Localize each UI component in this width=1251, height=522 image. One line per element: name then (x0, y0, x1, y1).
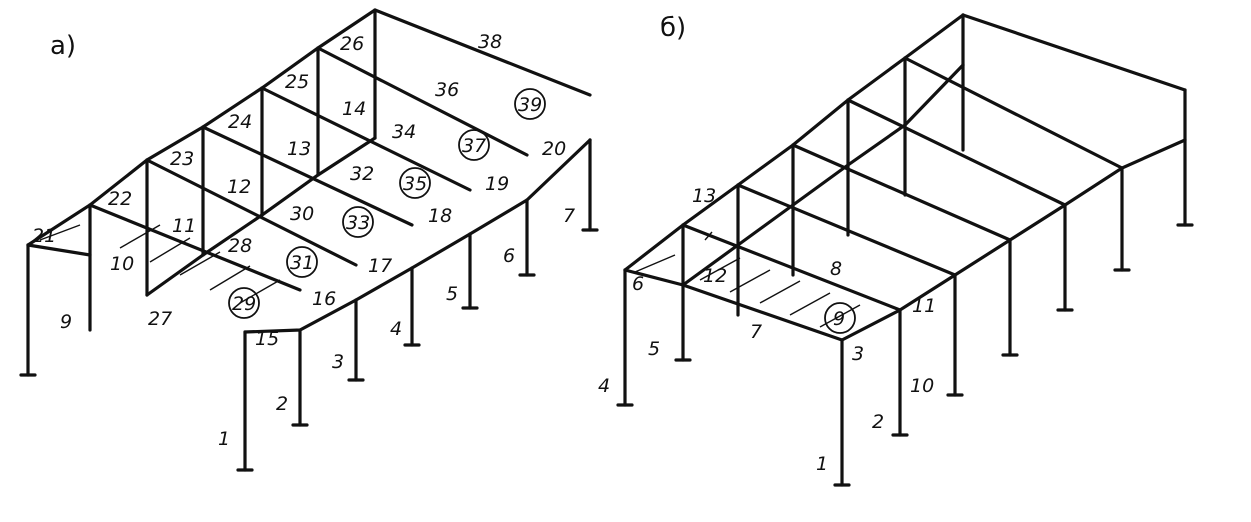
label-10: 10 (110, 253, 134, 275)
circle-39 (514, 88, 546, 120)
label-38: 38 (478, 31, 502, 53)
label-23: 23 (170, 148, 194, 170)
label-29: 29 (232, 293, 256, 315)
label-11: 11 (172, 215, 196, 237)
label-13: 13 (692, 185, 716, 207)
rafter (373, 8, 592, 97)
circle-29 (228, 287, 260, 319)
middle-beam (681, 63, 965, 287)
label-18: 18 (428, 205, 452, 227)
label-16: 16 (312, 288, 336, 310)
label-17: 17 (368, 255, 392, 277)
frame-b: б) (598, 13, 1194, 487)
label-15: 15 (255, 328, 279, 350)
hatching (39, 224, 281, 304)
label-4: 4 (390, 318, 402, 340)
label-3: 3 (332, 351, 344, 373)
label-21: 21 (32, 225, 56, 247)
rafter (681, 283, 844, 342)
label-14: 14 (342, 98, 366, 120)
panel-a-title: а) (50, 31, 76, 61)
circle-37 (458, 129, 490, 161)
label-1: 1 (218, 428, 230, 450)
frame-a: а) (19, 8, 599, 472)
label-32: 32 (350, 163, 374, 185)
rafter (623, 268, 685, 287)
label-26: 26 (340, 33, 364, 55)
rafter (88, 203, 302, 292)
rafter (145, 158, 358, 267)
panel-b-title: б) (660, 13, 686, 43)
label-1: 1 (816, 453, 828, 475)
rafter (26, 243, 92, 257)
label-28: 28 (228, 235, 252, 257)
label-33: 33 (346, 212, 370, 234)
label-37: 37 (462, 135, 486, 157)
label-10: 10 (910, 375, 934, 397)
rafter (260, 86, 472, 192)
label-36: 36 (435, 79, 459, 101)
label-19: 19 (485, 173, 509, 195)
label-5: 5 (446, 283, 458, 305)
label-35: 35 (403, 173, 427, 195)
label-24: 24 (228, 111, 252, 133)
front-beam (840, 138, 1187, 342)
circle-31 (286, 246, 318, 278)
label-7: 7 (563, 205, 575, 227)
rafter (791, 143, 1012, 242)
label-12: 12 (227, 176, 251, 198)
circle-35 (399, 167, 431, 199)
label-11: 11 (912, 295, 936, 317)
label-13: 13 (287, 138, 311, 160)
rafter (681, 223, 902, 312)
circle-33 (342, 206, 374, 238)
label-27: 27 (148, 308, 172, 330)
label-9: 9 (60, 311, 72, 333)
label-34: 34 (392, 121, 416, 143)
rafter (903, 56, 1124, 170)
label-4: 4 (598, 375, 610, 397)
label-31: 31 (290, 252, 314, 274)
label-39: 39 (518, 94, 542, 116)
rafter (736, 183, 957, 277)
label-8: 8 (830, 258, 842, 280)
middle-beam (145, 136, 377, 297)
label-6: 6 (503, 245, 515, 267)
rafter (201, 125, 414, 227)
column-feet (19, 228, 599, 472)
label-6: 6 (632, 273, 644, 295)
label-3: 3 (852, 343, 864, 365)
label-2: 2 (872, 411, 884, 433)
label-5: 5 (648, 338, 660, 360)
hatching (634, 231, 861, 328)
label-9: 9 (833, 308, 845, 330)
label-7: 7 (750, 321, 762, 343)
label-30: 30 (290, 203, 314, 225)
label-2: 2 (276, 393, 288, 415)
rafter (846, 98, 1067, 207)
label-12: 12 (703, 265, 727, 287)
label-22: 22 (108, 188, 132, 210)
rafter (316, 46, 529, 157)
column-feet (616, 223, 1194, 487)
label-20: 20 (542, 138, 566, 160)
rafter (961, 13, 1187, 92)
front-beam (243, 138, 592, 334)
circle-9 (824, 302, 856, 334)
label-25: 25 (285, 71, 309, 93)
